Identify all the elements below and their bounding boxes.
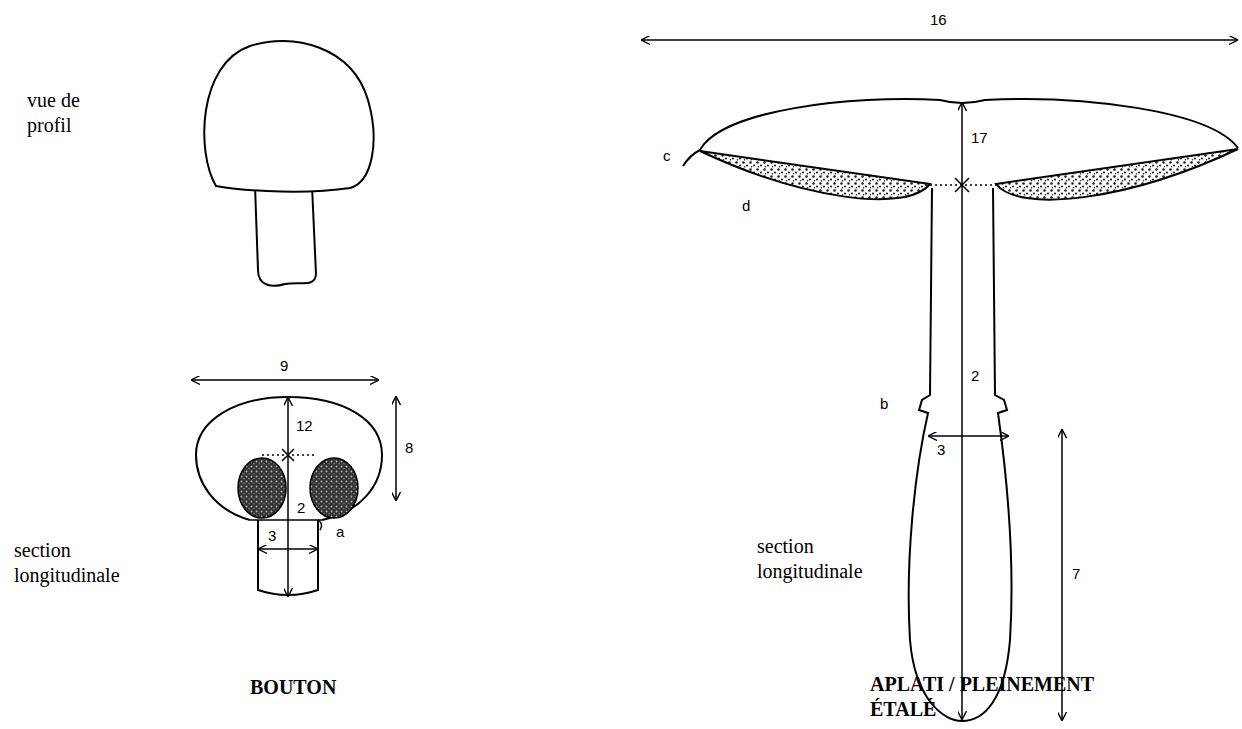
cap-outline	[196, 397, 382, 520]
gill	[238, 458, 286, 518]
part-letter: a	[336, 524, 344, 541]
dimension: 12	[296, 418, 313, 435]
gill	[700, 151, 930, 199]
view-label: vue de profil	[27, 88, 127, 138]
dimension: 8	[405, 440, 413, 457]
height-arrow	[961, 103, 963, 719]
part-letter: b	[880, 396, 888, 413]
dimension: 17	[971, 130, 988, 147]
button-section	[192, 380, 396, 596]
veil-edge	[318, 520, 322, 530]
dimension: 2	[971, 368, 979, 385]
stem	[255, 186, 316, 286]
dimension: 2	[297, 500, 305, 517]
flat-section	[642, 40, 1238, 721]
width-arrow	[192, 379, 378, 381]
veil	[250, 519, 322, 521]
gill	[310, 458, 358, 518]
dimension: 3	[268, 528, 276, 545]
part-letter: c	[663, 148, 671, 165]
cap	[204, 41, 373, 192]
width-arrow	[642, 39, 1237, 41]
height-arrow	[287, 398, 289, 596]
view-label: section longitudinale	[14, 538, 164, 588]
button-profile	[204, 41, 373, 286]
stage-title: BOUTON	[250, 675, 336, 700]
gill	[996, 149, 1238, 200]
stem-width-arrow	[929, 435, 1008, 437]
cap-outline	[700, 99, 1238, 150]
dimension: 9	[280, 358, 288, 375]
dimension: 16	[930, 12, 947, 29]
view-label: section longitudinale	[757, 534, 907, 584]
dimension: 7	[1072, 566, 1080, 583]
cap-height-arrow	[395, 397, 397, 500]
stem	[909, 188, 1012, 721]
part-letter: d	[742, 198, 750, 215]
dimension: 3	[937, 442, 945, 459]
stem-width-arrow	[259, 548, 317, 550]
stage-title: APLATI / PLEINEMENT ÉTALÉ	[870, 672, 1140, 722]
cap-edge	[683, 150, 700, 166]
